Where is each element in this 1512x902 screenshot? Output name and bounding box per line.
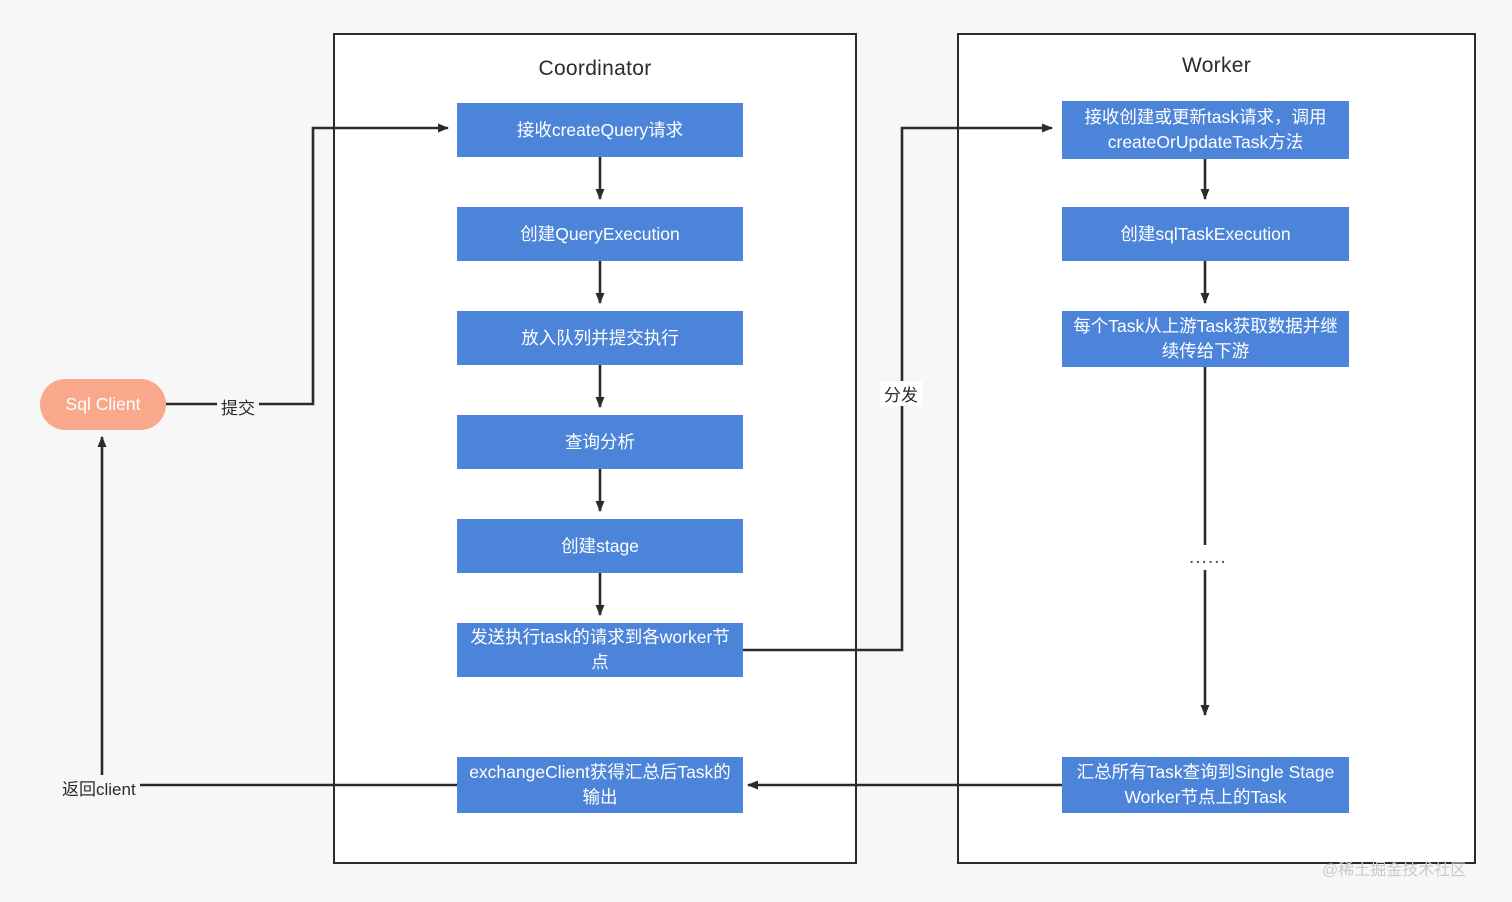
node-label: 接收createQuery请求 bbox=[516, 119, 684, 140]
node-create-stage[interactable]: 创建stage bbox=[457, 519, 743, 573]
node-label: exchangeClient获得汇总后Task的输出 bbox=[469, 762, 731, 807]
node-label: 放入队列并提交执行 bbox=[521, 327, 679, 348]
sql-client-label: Sql Client bbox=[65, 394, 141, 414]
node-recv-create-query[interactable]: 接收createQuery请求 bbox=[457, 103, 743, 157]
node-label: 接收创建或更新task请求，调用createOrUpdateTask方法 bbox=[1084, 107, 1327, 152]
node-recv-create-or-update-task[interactable]: 接收创建或更新task请求，调用createOrUpdateTask方法 bbox=[1062, 101, 1349, 159]
node-label: 每个Task从上游Task获取数据并继续传给下游 bbox=[1073, 316, 1338, 361]
edge-label-return-client: 返回client bbox=[58, 775, 140, 800]
node-query-analyze[interactable]: 查询分析 bbox=[457, 415, 743, 469]
node-aggregate-single-stage[interactable]: 汇总所有Task查询到Single Stage Worker节点上的Task bbox=[1062, 757, 1349, 813]
node-label: 创建QueryExecution bbox=[520, 223, 680, 244]
node-label: 创建sqlTaskExecution bbox=[1120, 223, 1291, 244]
worker-chain-ellipsis: ...... bbox=[1183, 548, 1233, 567]
node-exchange-client-output[interactable]: exchangeClient获得汇总后Task的输出 bbox=[457, 757, 743, 813]
sql-client-node[interactable]: Sql Client bbox=[40, 379, 166, 430]
node-label: 发送执行task的请求到各worker节点 bbox=[470, 627, 730, 672]
node-create-sql-task-execution[interactable]: 创建sqlTaskExecution bbox=[1062, 207, 1349, 261]
edge-label-dispatch: 分发 bbox=[880, 381, 922, 406]
edge-label-submit: 提交 bbox=[217, 394, 259, 419]
node-label: 查询分析 bbox=[565, 431, 635, 452]
node-create-query-execution[interactable]: 创建QueryExecution bbox=[457, 207, 743, 261]
node-enqueue-submit[interactable]: 放入队列并提交执行 bbox=[457, 311, 743, 365]
watermark: @稀土掘金技术社区 bbox=[1322, 862, 1467, 879]
node-send-task-request[interactable]: 发送执行task的请求到各worker节点 bbox=[457, 623, 743, 677]
node-task-fetch-upstream[interactable]: 每个Task从上游Task获取数据并继续传给下游 bbox=[1062, 311, 1349, 367]
node-label: 创建stage bbox=[561, 535, 639, 556]
node-label: 汇总所有Task查询到Single Stage Worker节点上的Task bbox=[1076, 762, 1335, 807]
coordinator-title: Coordinator bbox=[538, 57, 652, 80]
worker-title: Worker bbox=[1181, 54, 1252, 77]
